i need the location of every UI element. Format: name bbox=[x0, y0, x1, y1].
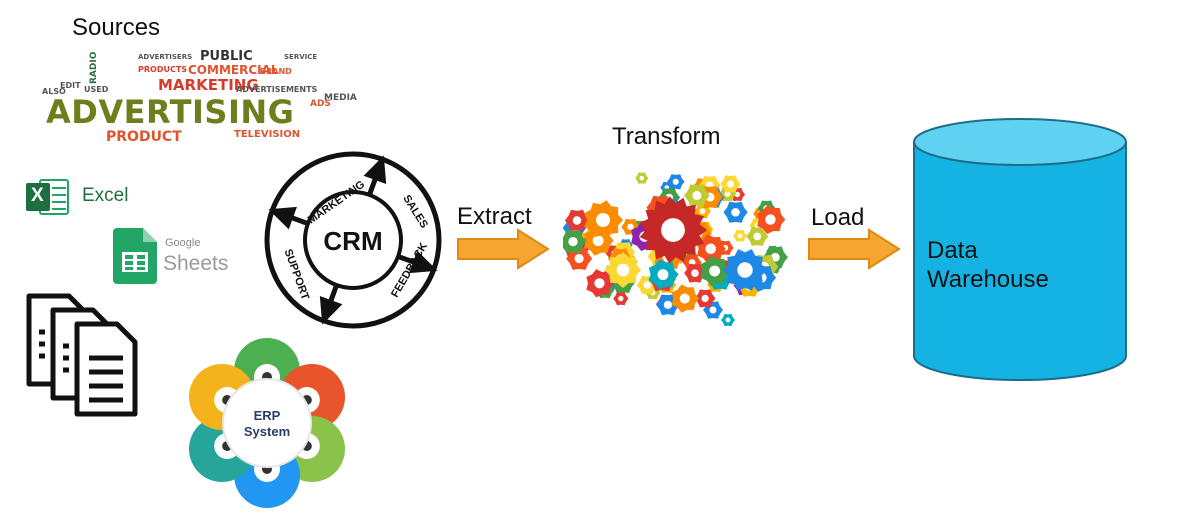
erp-center-line1: ERP bbox=[254, 408, 281, 423]
excel-badge: X bbox=[31, 185, 44, 206]
gear-icon bbox=[694, 289, 716, 308]
word-cloud-word: PUBLIC bbox=[200, 49, 253, 64]
word-cloud-word: PRODUCTS bbox=[138, 65, 188, 74]
load-arrow bbox=[807, 228, 902, 270]
word-cloud-word: MEDIA bbox=[324, 93, 357, 103]
gear-icon bbox=[667, 174, 685, 190]
google-sheets-icon bbox=[113, 228, 157, 284]
gear-icon bbox=[723, 201, 748, 223]
load-label: Load bbox=[811, 204, 865, 231]
advertising-word-cloud: ADVERTISING MARKETING PRODUCT COMMERCIAL… bbox=[38, 44, 360, 144]
gear-icon bbox=[613, 291, 629, 306]
gear-icon bbox=[757, 205, 786, 234]
data-warehouse-cylinder bbox=[910, 116, 1130, 384]
extract-arrow bbox=[456, 228, 551, 270]
warehouse-label-line1: Data bbox=[927, 237, 978, 264]
gear-icon bbox=[700, 255, 731, 287]
word-cloud-word: ALSO bbox=[42, 87, 66, 96]
gear-icon bbox=[648, 259, 679, 290]
word-cloud-word: BRAND bbox=[260, 67, 292, 76]
gear-icon bbox=[723, 249, 767, 291]
crm-cycle-diagram: CRM MARKETING SALES FEEDBACK SUPPORT bbox=[263, 150, 443, 330]
gear-icon bbox=[566, 247, 593, 270]
erp-center-line2: System bbox=[244, 424, 290, 439]
warehouse-label-line2: Warehouse bbox=[927, 266, 1049, 293]
word-cloud-word: TELEVISION bbox=[234, 129, 301, 140]
word-cloud-word: RADIO bbox=[89, 51, 99, 84]
gear-icon bbox=[559, 230, 587, 254]
word-cloud-word: ADS bbox=[310, 99, 331, 109]
gear-icon bbox=[584, 200, 623, 240]
erp-system-diagram: ERP System bbox=[182, 338, 352, 508]
gear-icon bbox=[697, 234, 726, 264]
word-cloud-word: ADVERTISERS bbox=[138, 53, 193, 61]
sheets-label: Sheets bbox=[163, 252, 229, 275]
gear-icon bbox=[733, 229, 747, 242]
sources-label: Sources bbox=[72, 14, 161, 41]
excel-icon: X bbox=[26, 177, 70, 217]
word-cloud-word: PRODUCT bbox=[106, 129, 182, 145]
data-warehouse-label: Data Warehouse bbox=[927, 236, 1049, 294]
gear-icon bbox=[720, 175, 741, 193]
word-cloud-word: EDIT bbox=[60, 81, 81, 90]
transform-label: Transform bbox=[612, 123, 721, 150]
gear-icon bbox=[635, 172, 649, 184]
google-brand-label: Google bbox=[165, 237, 201, 249]
gear-icon bbox=[605, 252, 641, 288]
extract-label: Extract bbox=[457, 203, 532, 230]
documents-icon bbox=[25, 292, 155, 420]
word-cloud-main: ADVERTISING bbox=[46, 93, 295, 131]
word-cloud-word: COMMERCIAL bbox=[188, 63, 279, 77]
gear-icon bbox=[684, 263, 706, 283]
word-cloud-word: SERVICE bbox=[284, 53, 318, 61]
word-cloud-word: MARKETING bbox=[158, 76, 259, 94]
word-cloud-word: USED bbox=[84, 85, 109, 94]
gear-icon bbox=[639, 196, 707, 264]
excel-label: Excel bbox=[82, 185, 129, 206]
gear-brain-icon bbox=[559, 160, 791, 336]
gear-icon bbox=[586, 269, 614, 298]
gear-icon bbox=[746, 226, 769, 246]
gear-icon bbox=[684, 184, 710, 207]
gear-icon bbox=[564, 209, 590, 231]
word-cloud-word: ADVERTISEMENTS bbox=[236, 85, 318, 94]
gear-icon bbox=[721, 313, 735, 327]
crm-center-label: CRM bbox=[323, 226, 382, 256]
gear-icon bbox=[671, 284, 700, 313]
